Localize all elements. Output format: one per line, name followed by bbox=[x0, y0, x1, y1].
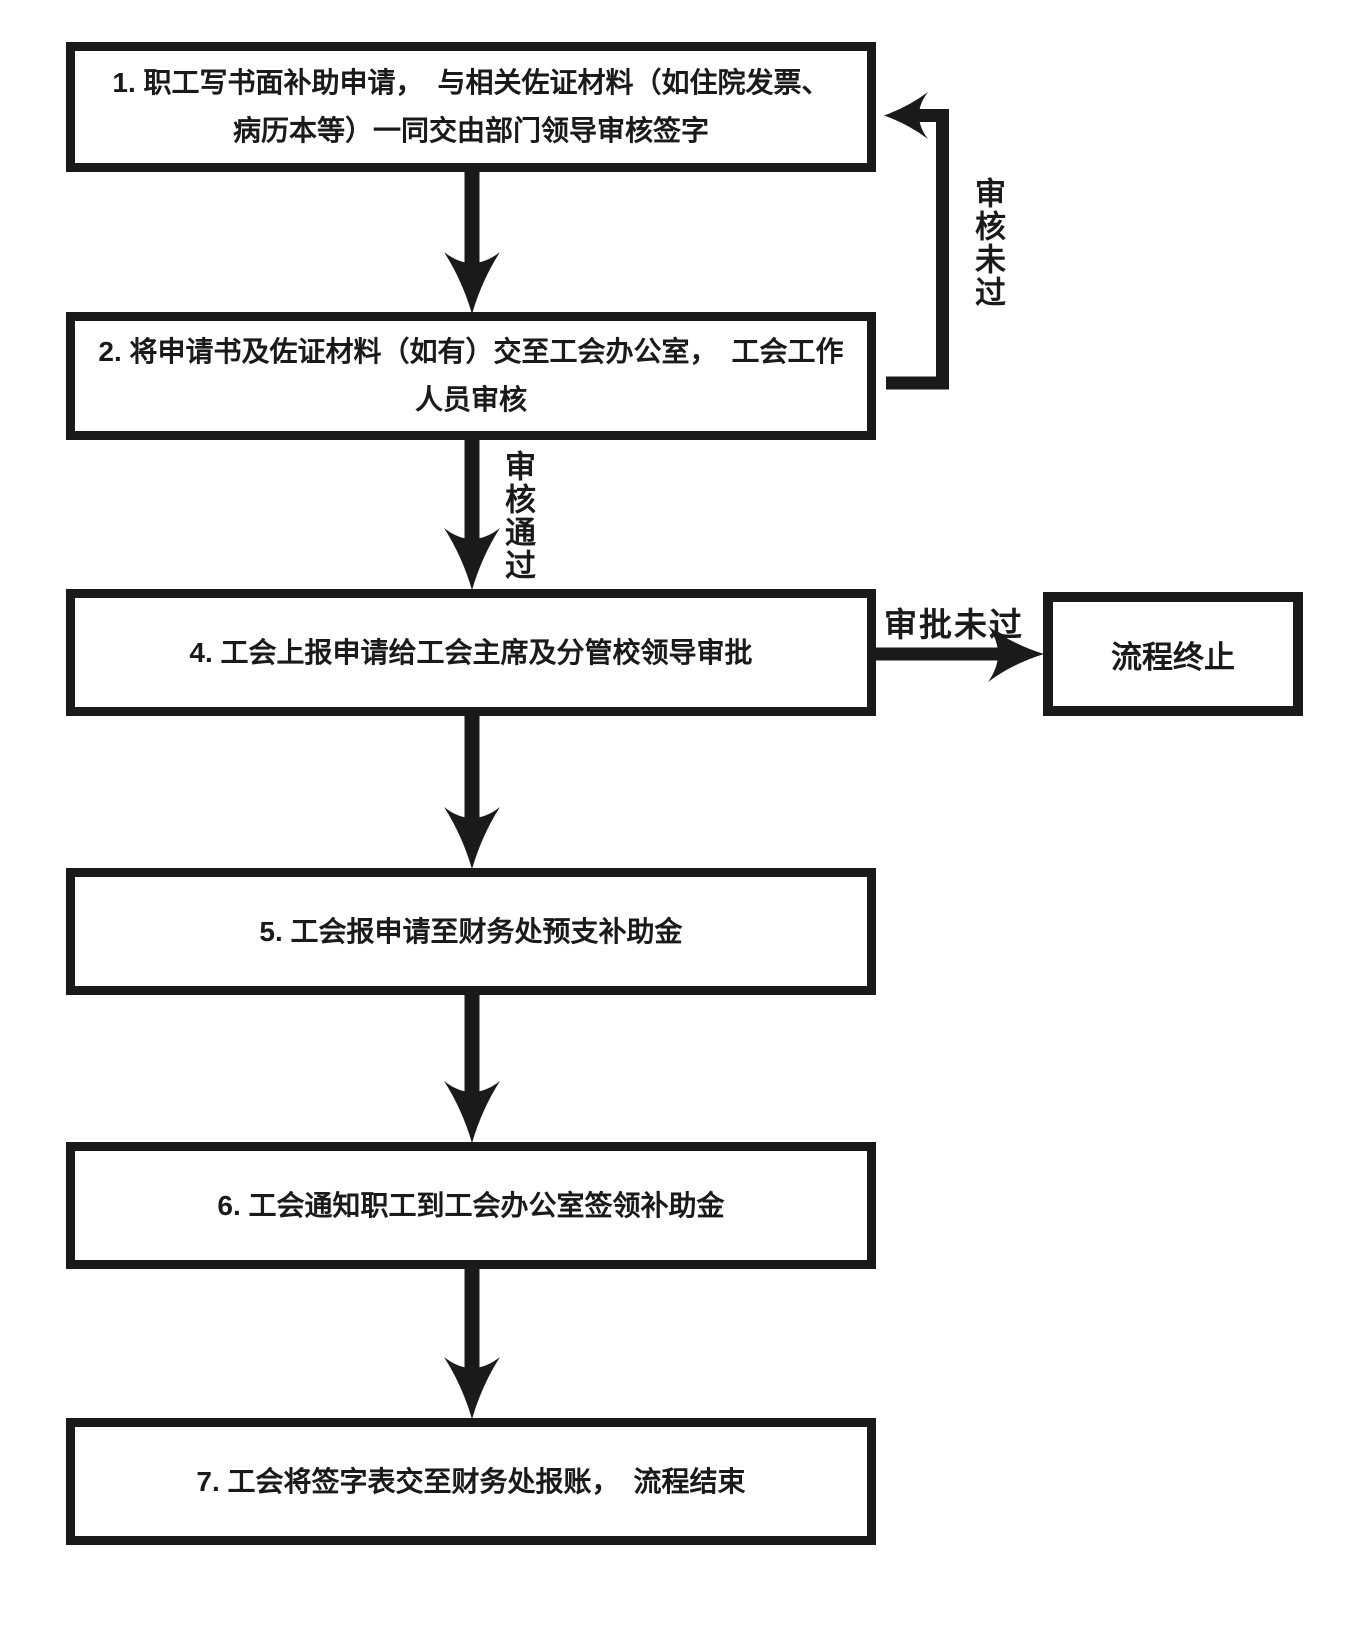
arrow-step6-to-step7-head bbox=[444, 1357, 500, 1419]
label-review-passed: 审核通过 bbox=[500, 450, 535, 582]
arrow-step4-to-step5-shaft bbox=[464, 716, 480, 831]
step-6-text: 6. 工会通知职工到工会办公室签领补助金 bbox=[217, 1189, 725, 1221]
arrow-step1-to-step2-head bbox=[444, 252, 500, 314]
step-5-text: 5. 工会报申请至财务处预支补助金 bbox=[259, 915, 683, 947]
feedback-top-segment bbox=[902, 109, 949, 122]
step-6-box: 6. 工会通知职工到工会办公室签领补助金 bbox=[66, 1142, 876, 1269]
feedback-arrow-head bbox=[884, 92, 928, 139]
step-7-text: 7. 工会将签字表交至财务处报账， 流程结束 bbox=[196, 1465, 746, 1497]
label-approval-failed: 审批未过 bbox=[884, 606, 1024, 643]
step-4-box: 4. 工会上报申请给工会主席及分管校领导审批 bbox=[66, 589, 876, 716]
arrow-step2-to-step4-head bbox=[444, 528, 500, 590]
terminal-box: 流程终止 bbox=[1043, 592, 1303, 716]
step-1-text: 1. 职工写书面补助申请， 与相关佐证材料（如住院发票、 病历本等）一同交由部门… bbox=[112, 67, 830, 146]
step-1-box: 1. 职工写书面补助申请， 与相关佐证材料（如住院发票、 病历本等）一同交由部门… bbox=[66, 42, 876, 172]
feedback-bottom-segment bbox=[886, 376, 949, 390]
arrow-step5-to-step6-head bbox=[444, 1081, 500, 1143]
label-review-failed: 审核未过 bbox=[970, 177, 1005, 309]
step-7-box: 7. 工会将签字表交至财务处报账， 流程结束 bbox=[66, 1418, 876, 1545]
arrow-step4-to-terminal-shaft bbox=[876, 647, 1002, 661]
step-2-box: 2. 将申请书及佐证材料（如有）交至工会办公室， 工会工作 人员审核 bbox=[66, 312, 876, 440]
arrow-step6-to-step7-shaft bbox=[464, 1269, 480, 1381]
arrow-step4-to-step5-head bbox=[444, 807, 500, 869]
terminal-text: 流程终止 bbox=[1111, 639, 1235, 675]
step-4-text: 4. 工会上报申请给工会主席及分管校领导审批 bbox=[189, 636, 753, 668]
feedback-vertical-segment bbox=[936, 109, 949, 389]
step-5-box: 5. 工会报申请至财务处预支补助金 bbox=[66, 868, 876, 995]
arrow-step1-to-step2-shaft bbox=[464, 172, 480, 276]
arrow-step2-to-step4-shaft bbox=[464, 440, 480, 552]
arrow-step5-to-step6-shaft bbox=[464, 995, 480, 1105]
step-2-text: 2. 将申请书及佐证材料（如有）交至工会办公室， 工会工作 人员审核 bbox=[98, 336, 844, 415]
